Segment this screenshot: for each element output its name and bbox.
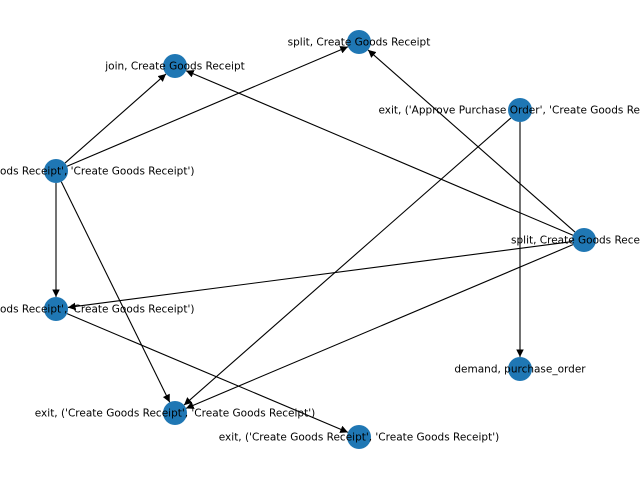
edge-exitApprove-to-exitA [183, 117, 512, 406]
node-label-split1: split, Create Goods Receipt [288, 37, 431, 49]
node-leftMid [44, 297, 68, 321]
node-demand [508, 357, 532, 381]
edge-leftTop-to-exitA [60, 181, 171, 403]
label-layer: split, Create Goods Receipt join, Create … [0, 37, 640, 444]
node-exitApprove [508, 98, 532, 122]
node-label-exitB: exit, ('Create Goods Receipt', 'Create G… [219, 432, 499, 444]
node-exitA [163, 401, 187, 425]
edge-split2-to-leftMid [67, 241, 573, 311]
edge-split2-to-join [185, 70, 574, 236]
node-join [163, 54, 187, 78]
edge-layer [52, 46, 576, 433]
edge-leftMid-to-exitB [66, 313, 349, 433]
node-exitB [347, 425, 371, 449]
node-label-exitApprove: exit, ('Approve Purchase Order', 'Create… [379, 105, 640, 117]
edge-split2-to-exitA [185, 244, 574, 409]
node-split2 [572, 228, 596, 252]
edge-leftTop-to-join [64, 73, 167, 164]
node-label-exitA: exit, ('Create Goods Receipt', 'Create G… [35, 408, 315, 420]
node-layer [44, 30, 596, 449]
node-label-leftMid: ods Receipt', 'Create Goods Receipt') [0, 304, 194, 316]
node-label-demand: demand, purchase_order [454, 364, 586, 376]
node-label-leftTop: ods Receipt', 'Create Goods Receipt') [0, 166, 194, 178]
node-label-split2: split, Create Goods Rece [511, 235, 640, 247]
node-leftTop [44, 159, 68, 183]
edge-leftTop-to-split1 [66, 46, 349, 167]
edge-split2-to-split1 [367, 49, 576, 233]
node-split1 [347, 30, 371, 54]
node-label-join: join, Create Goods Receipt [104, 61, 245, 73]
